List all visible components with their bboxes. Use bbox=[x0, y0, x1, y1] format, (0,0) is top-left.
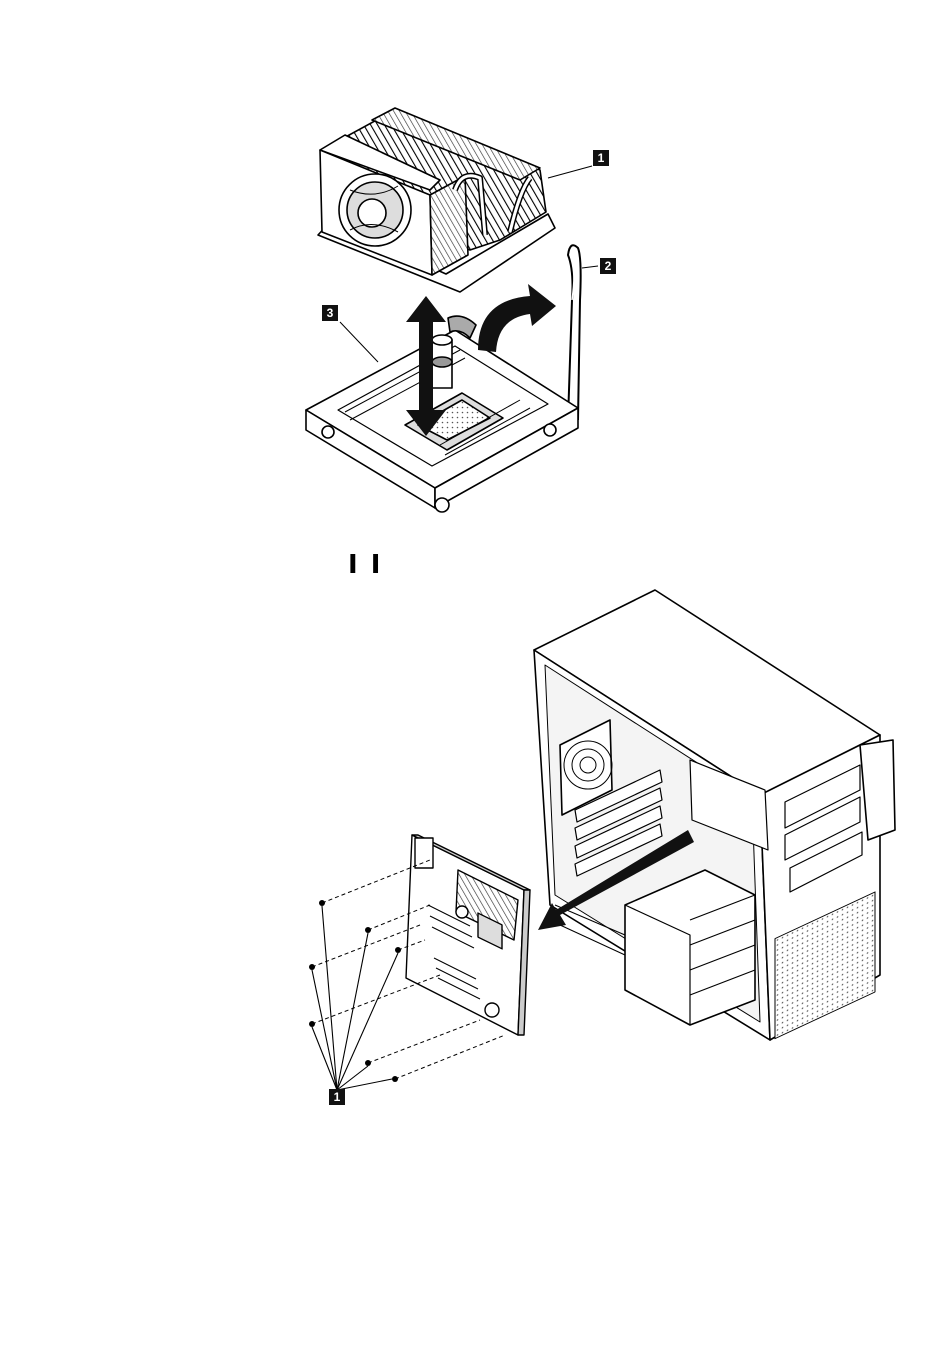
leader-line bbox=[548, 166, 592, 178]
callout-2-lever: 2 bbox=[600, 258, 616, 274]
callout-1-screws: 1 bbox=[329, 1089, 345, 1105]
rotate-arrow bbox=[478, 284, 556, 352]
callout-3-socket: 3 bbox=[322, 305, 338, 321]
callout-1-heat-sink: 1 bbox=[593, 150, 609, 166]
heat-sink bbox=[318, 108, 555, 292]
leader-line bbox=[340, 322, 378, 362]
retention-lever bbox=[568, 245, 581, 420]
separator-glyph: I I bbox=[348, 550, 382, 580]
server-chassis bbox=[534, 590, 895, 1040]
system-board bbox=[406, 835, 530, 1035]
screw-leader-lines bbox=[312, 906, 398, 1090]
leader-line bbox=[582, 266, 598, 268]
